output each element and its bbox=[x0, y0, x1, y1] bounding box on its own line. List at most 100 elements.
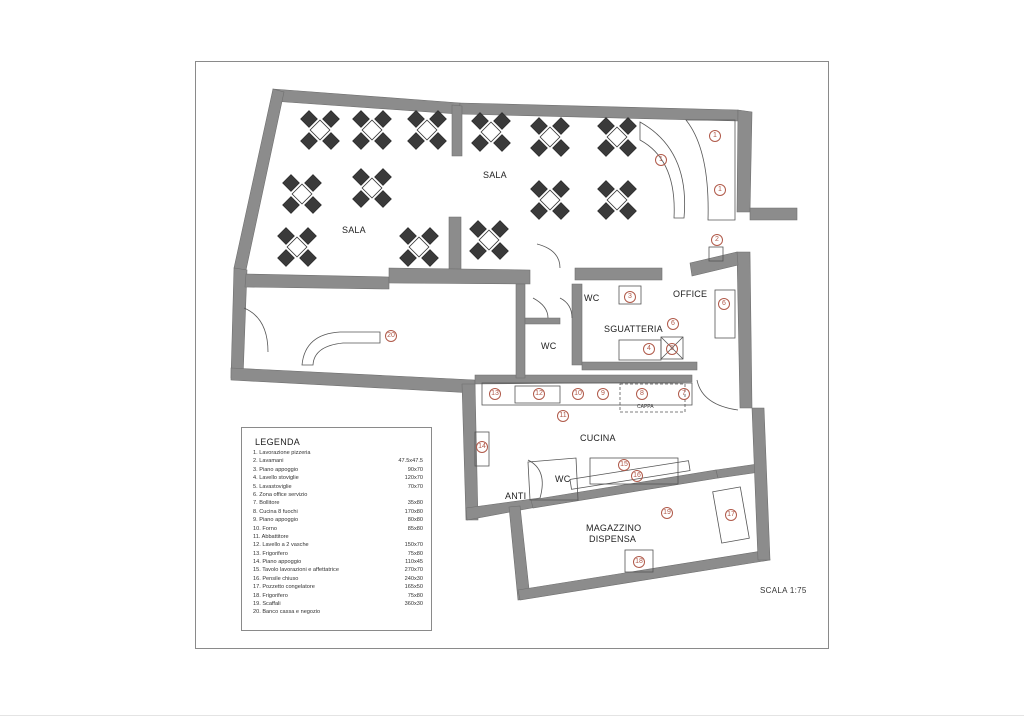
legend-item: 9. Piano appoggio 80x80 bbox=[253, 516, 423, 524]
legend-item-label: 7. Bollitore bbox=[253, 500, 280, 507]
chair bbox=[322, 110, 340, 128]
chair bbox=[530, 139, 548, 157]
office-counter bbox=[714, 289, 736, 339]
chair bbox=[304, 196, 322, 214]
scale-label: SCALA 1:75 bbox=[760, 586, 807, 595]
chair bbox=[469, 242, 487, 260]
legend-title: LEGENDA bbox=[255, 437, 301, 447]
table-with-chairs bbox=[469, 220, 509, 260]
room-label-wc-2: WC bbox=[541, 341, 557, 351]
chair bbox=[619, 202, 637, 220]
legend-item-label: 16. Pensile chiuso bbox=[253, 575, 299, 582]
marker-16: 16 bbox=[631, 470, 643, 482]
door-sala bbox=[536, 243, 561, 269]
wall-sala-partition-right bbox=[574, 267, 663, 281]
wall-left-lower bbox=[230, 267, 248, 379]
table-with-chairs bbox=[282, 174, 322, 214]
frigorifero-18 bbox=[624, 549, 654, 573]
legend-item-dimension: 80x80 bbox=[407, 517, 423, 524]
wall-sala-partition-left bbox=[244, 273, 390, 290]
banco-cassa bbox=[301, 331, 381, 366]
room-label-dispensa: DISPENSA bbox=[589, 534, 637, 544]
marker-6: 6 bbox=[667, 318, 679, 330]
chair bbox=[300, 132, 318, 150]
marker-17: 17 bbox=[725, 509, 737, 521]
chair bbox=[552, 202, 570, 220]
chair bbox=[530, 117, 548, 135]
marker-13: 13 bbox=[489, 388, 501, 400]
pizza-counter bbox=[639, 121, 686, 219]
legend-item-label: 20. Banco cassa e negozio bbox=[253, 609, 321, 616]
room-label-cappa: CAPPA bbox=[637, 404, 654, 410]
legend-item: 8. Cucina 8 fuochi 170x80 bbox=[253, 508, 423, 516]
chair bbox=[491, 220, 509, 238]
drawing-frame bbox=[195, 61, 829, 649]
chair bbox=[407, 132, 425, 150]
chair bbox=[491, 242, 509, 260]
wall-sala-stub-top bbox=[451, 104, 463, 157]
legend-item-dimension: 120x70 bbox=[404, 475, 423, 482]
lavamani bbox=[708, 246, 724, 262]
wall-sala-stub-mid bbox=[448, 216, 462, 272]
bottom-rule bbox=[0, 715, 1024, 716]
legend-item-dimension: 85x80 bbox=[407, 525, 423, 532]
piano-appoggio-14 bbox=[474, 431, 490, 467]
table-with-chairs bbox=[597, 180, 637, 220]
marker-15: 15 bbox=[618, 459, 630, 471]
legend-item-label: 5. Lavastoviglie bbox=[253, 483, 292, 490]
chair bbox=[530, 180, 548, 198]
chair bbox=[421, 227, 439, 245]
chair bbox=[619, 139, 637, 157]
legend-item: 20. Banco cassa e negozio bbox=[253, 608, 423, 616]
room-label-wc-1: WC bbox=[584, 293, 600, 303]
wall-bottom-left bbox=[230, 367, 476, 394]
legend-item-dimension: 170x80 bbox=[404, 508, 423, 515]
legend-item-label: 17. Pozzetto congelatore bbox=[253, 584, 315, 591]
room-label-sala-left: SALA bbox=[342, 225, 366, 235]
table-with-chairs bbox=[530, 117, 570, 157]
legend-item-label: 6. Zona office servizio bbox=[253, 491, 308, 498]
scaffali bbox=[569, 460, 691, 490]
table-with-chairs bbox=[300, 110, 340, 150]
legend-item-label: 15. Tavolo lavorazioni e affettatrice bbox=[253, 567, 339, 574]
marker-8: 8 bbox=[636, 388, 648, 400]
chair bbox=[429, 110, 447, 128]
legend-item-label: 8. Cucina 8 fuochi bbox=[253, 508, 298, 515]
cappa bbox=[619, 383, 686, 413]
chair bbox=[352, 168, 370, 186]
wall-right-mid bbox=[736, 251, 753, 409]
legend-item-label: 11. Abbattitore bbox=[253, 533, 289, 540]
wall-cucina-left bbox=[461, 383, 479, 521]
chair bbox=[493, 112, 511, 130]
chair bbox=[471, 112, 489, 130]
door-wc1 bbox=[559, 297, 573, 319]
marker-1c: 1 bbox=[714, 184, 726, 196]
chair bbox=[277, 227, 295, 245]
marker-20: 20 bbox=[385, 330, 397, 342]
wall-wc-left bbox=[515, 283, 526, 379]
legend-item-dimension: 75x80 bbox=[407, 550, 423, 557]
chair bbox=[399, 227, 417, 245]
room-label-anti: ANTI bbox=[505, 491, 527, 501]
table-with-chairs bbox=[471, 112, 511, 152]
table-with-chairs bbox=[352, 168, 392, 208]
wall-right-sala bbox=[736, 109, 753, 213]
room-label-sguatteria: SGUATTERIA bbox=[604, 324, 663, 334]
chair bbox=[619, 117, 637, 135]
chair bbox=[597, 180, 615, 198]
cucina-line bbox=[481, 382, 693, 406]
marker-10: 10 bbox=[572, 388, 584, 400]
wall-office-top bbox=[689, 251, 739, 277]
pizza-counter-2 bbox=[685, 119, 736, 221]
marker-5: 5 bbox=[666, 343, 678, 355]
chair bbox=[597, 139, 615, 157]
legend-item-label: 9. Piano appoggio bbox=[253, 517, 299, 524]
legend-item-dimension: 90x70 bbox=[407, 466, 423, 473]
